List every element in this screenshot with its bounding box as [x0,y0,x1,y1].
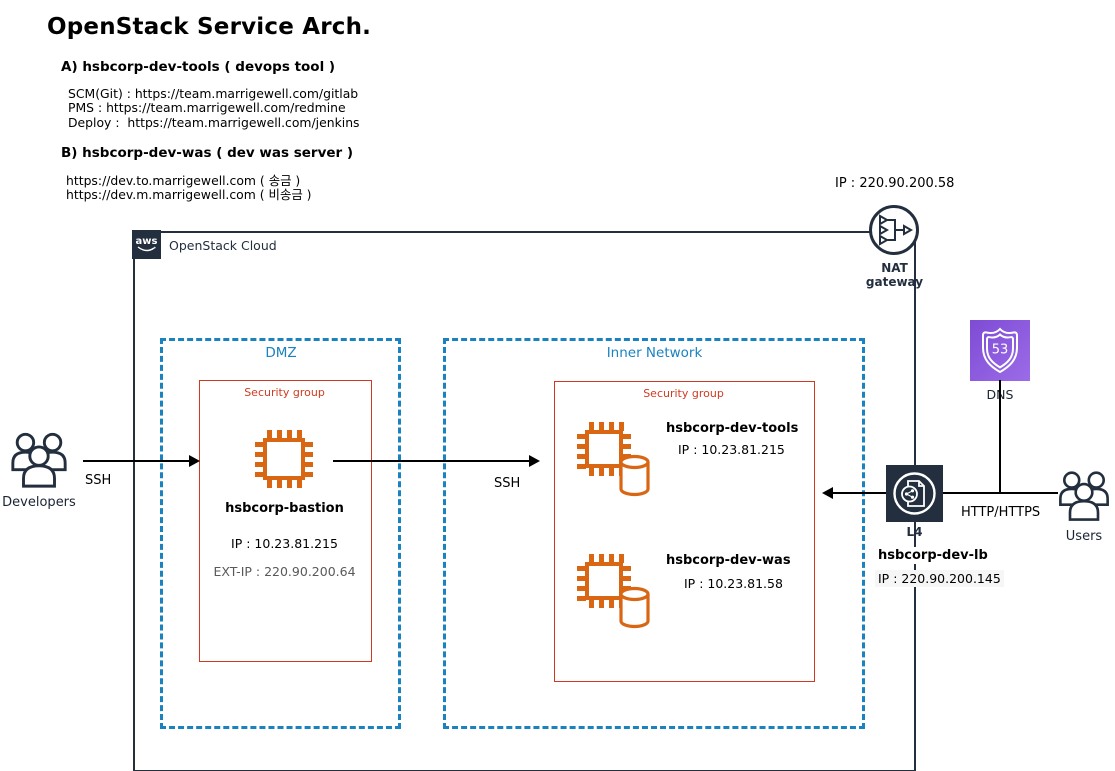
http-label: HTTP/HTTPS [961,505,1041,520]
svg-text:aws: aws [136,236,158,247]
inner-security-group-label: Security group [643,387,724,400]
bastion-name: hsbcorp-bastion [225,501,344,516]
svg-text:53: 53 [992,343,1009,358]
ec2-chip-database-icon [575,552,651,630]
dev-tools-ip: IP : 10.23.81.215 [678,442,785,457]
bastion-ext-ip: EXT-IP : 220.90.200.64 [213,564,356,579]
lb-inner-line [831,492,886,494]
note-line-dev-to: https://dev.to.marrigewell.com ( 송금 ) [66,173,301,188]
page-title: OpenStack Service Arch. [47,14,372,40]
developer-ssh-arrowhead [189,455,200,467]
http-line [943,492,1058,494]
dev-was-name: hsbcorp-dev-was [666,553,791,568]
developer-ssh-label: SSH [85,473,112,488]
lb-ip: IP : 220.90.200.145 [875,570,1004,587]
people-group-icon [8,429,70,489]
note-section-a-heading: A) hsbcorp-dev-tools ( devops tool ) [61,59,336,75]
ec2-chip-icon [252,427,316,491]
dmz-network-label: DMZ [265,345,297,361]
note-line-dev-m: https://dev.m.marrigewell.com ( 비송금 ) [66,187,312,203]
developers-label: Developers [2,495,76,510]
lb-name: hsbcorp-dev-lb [875,547,991,564]
bastion-ssh-label: SSH [494,476,521,491]
nat-gateway-ip: IP : 220.90.200.58 [835,176,955,191]
route53-shield-icon: 53 [970,320,1030,381]
nat-gateway-label: NAT gateway [865,261,924,289]
users-label: Users [1065,529,1103,544]
cloud-label: OpenStack Cloud [169,238,277,253]
lb-type-label: L4 [906,525,923,539]
inner-network-box [443,338,865,729]
bastion-ssh-line [333,460,531,462]
note-line-scm: SCM(Git) : https://team.marrigewell.com/… [68,86,359,101]
note-section-b-heading: B) hsbcorp-dev-was ( dev was server ) [61,145,354,161]
dmz-network-box [160,338,401,729]
note-section-a-body: SCM(Git) : https://team.marrigewell.com/… [68,86,360,130]
note-line-pms: PMS : https://team.marrigewell.com/redmi… [68,100,346,116]
note-line-deploy: Deploy : https://team.marrigewell.com/je… [68,114,360,130]
developer-ssh-line [83,460,191,462]
lb-inner-arrowhead [822,487,833,499]
people-group-icon [1056,466,1112,524]
aws-logo-badge: aws [132,230,161,259]
note-section-b-body: https://dev.to.marrigewell.com ( 송금 ) ht… [66,173,312,203]
bastion-ip: IP : 10.23.81.215 [231,536,338,551]
nat-gateway-icon [868,204,920,256]
bastion-ssh-arrowhead [529,455,540,467]
inner-network-label: Inner Network [606,345,703,361]
load-balancer-icon [886,465,943,522]
dmz-security-group-label: Security group [244,386,325,399]
ec2-chip-database-icon [575,420,651,498]
dev-was-ip: IP : 10.23.81.58 [684,576,783,591]
inner-security-group-box [554,381,815,682]
dns-line [999,380,1001,493]
dmz-security-group-box [199,380,372,662]
dev-tools-name: hsbcorp-dev-tools [666,421,799,436]
